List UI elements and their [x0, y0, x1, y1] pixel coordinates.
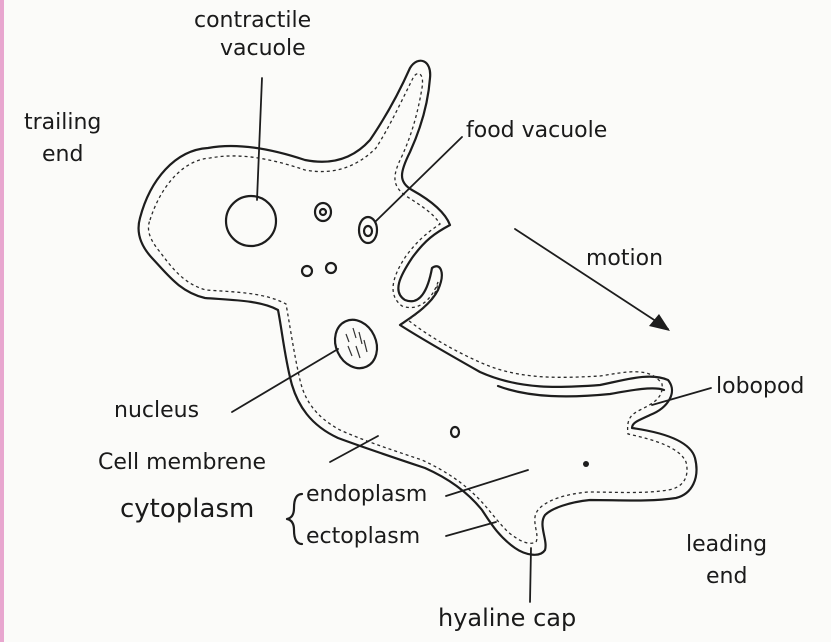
small-vacuole-3: [326, 263, 336, 273]
leader-ectoplasm: [446, 522, 496, 536]
label-motion: motion: [586, 248, 663, 270]
small-vacuole-1-inner: [320, 209, 326, 215]
leader-contractile-vacuole: [257, 78, 262, 200]
leader-food-vacuole: [376, 137, 462, 221]
nucleus-stipple: [346, 328, 367, 358]
leader-nucleus: [232, 349, 338, 412]
label-food-vacuole: food vacuole: [466, 120, 607, 142]
label-contractile-vacuole-line2: vacuole: [220, 38, 306, 60]
label-leading-end-line2: end: [706, 566, 747, 588]
label-ectoplasm: ectoplasm: [306, 526, 420, 548]
label-trailing-end-line1: trailing: [24, 112, 101, 134]
food-vacuole-inner: [364, 226, 372, 236]
motion-arrow-shaft: [515, 229, 668, 329]
label-hyaline-cap: hyaline cap: [438, 606, 576, 630]
granule: [583, 461, 589, 467]
small-vacuole-1: [315, 203, 331, 221]
food-vacuole-shape: [359, 217, 377, 243]
motion-arrow-head: [649, 314, 670, 331]
lobopod-inner-edge: [498, 386, 664, 396]
small-vacuole-4: [451, 427, 459, 437]
label-nucleus: nucleus: [114, 400, 199, 422]
leader-lobopod: [652, 388, 711, 405]
nucleus-shape: [327, 313, 384, 375]
label-endoplasm: endoplasm: [306, 484, 427, 506]
label-lobopod: lobopod: [716, 376, 804, 398]
leader-hyaline-cap: [530, 548, 531, 602]
contractile-vacuole-circle: [226, 196, 276, 246]
cytoplasm-brace: [287, 494, 302, 544]
cell-membrane-outline: [139, 61, 697, 555]
leader-endoplasm: [446, 470, 528, 496]
label-contractile-vacuole-line1: contractile: [194, 10, 311, 32]
label-leading-end-line1: leading: [686, 534, 767, 556]
label-cell-membrane: Cell membrene: [98, 452, 266, 474]
label-trailing-end-line2: end: [42, 144, 83, 166]
label-cytoplasm: cytoplasm: [120, 496, 254, 522]
small-vacuole-2: [302, 266, 312, 276]
